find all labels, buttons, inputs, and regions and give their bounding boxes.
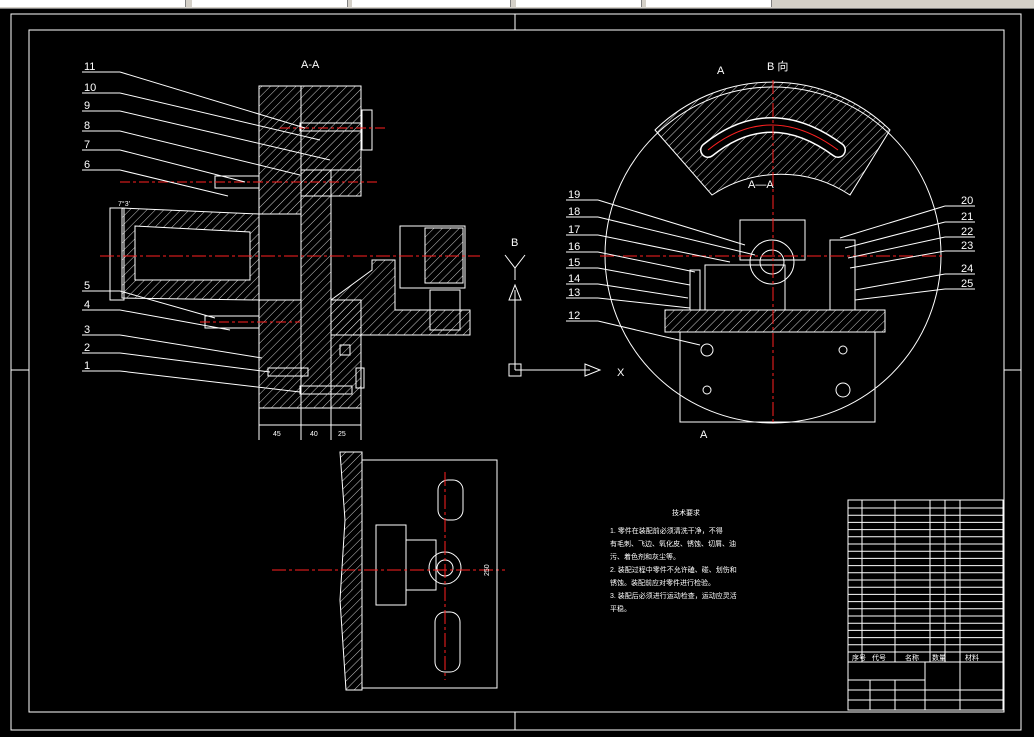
- dimension-40: 40: [310, 431, 318, 438]
- cad-drawing-canvas[interactable]: A-A: [0, 8, 1034, 732]
- part-number-6: 6: [84, 159, 90, 171]
- dimension-45: 45: [273, 431, 281, 438]
- toolbar-segment-5[interactable]: [646, 0, 772, 7]
- part-number-25: 25: [961, 278, 973, 290]
- view-a-bottom-label: A: [700, 429, 708, 441]
- part-number-16: 16: [568, 241, 580, 253]
- title-block: 序号 代号 名称 数量 材料: [847, 499, 1004, 711]
- notes-line-5: 锈蚀。装配前应对零件进行检验。: [610, 578, 715, 587]
- side-view: 250: [272, 451, 505, 691]
- toolbar-segment-3[interactable]: [352, 0, 511, 7]
- notes-line-6: 3. 装配后必须进行运动检查，运动应灵活: [610, 591, 737, 600]
- view-b-label: B: [511, 237, 518, 249]
- toolbar-segment-4[interactable]: [516, 0, 642, 7]
- part-number-11: 11: [84, 61, 95, 73]
- part-number-2: 2: [84, 342, 90, 354]
- view-a-top-label: A: [717, 65, 725, 77]
- part-number-13: 13: [568, 287, 580, 299]
- part-number-23: 23: [961, 240, 973, 252]
- dimension-25: 25: [338, 431, 346, 438]
- part-number-9: 9: [84, 100, 90, 112]
- part-number-19: 19: [568, 189, 580, 201]
- part-number-22: 22: [961, 226, 973, 238]
- header-col-3: 数量: [932, 653, 946, 662]
- outer-frame: [10, 13, 1022, 731]
- technical-notes: 技术要求 1. 零件在装配前必须清洗干净，不得 有毛刺、飞边、氧化皮、锈蚀、切屑…: [610, 508, 737, 613]
- header-col-4: 材料: [965, 653, 979, 662]
- aa-section-label: A—A: [748, 179, 774, 191]
- part-number-20: 20: [961, 195, 973, 207]
- part-number-3: 3: [84, 324, 90, 336]
- inner-frame: [28, 29, 1005, 713]
- part-number-5: 5: [84, 280, 90, 292]
- part-number-1: 1: [84, 360, 90, 372]
- cad-drawing: A-A: [10, 13, 1022, 731]
- part-number-8: 8: [84, 120, 90, 132]
- view-b-title: B 向: [767, 59, 788, 73]
- part-number-4: 4: [84, 299, 90, 311]
- header-col-1: 代号: [872, 653, 886, 662]
- header-col-0: 序号: [852, 653, 866, 662]
- notes-line-7: 平稳。: [610, 604, 631, 613]
- notes-line-3: 污、着色剂和灰尘等。: [610, 552, 680, 561]
- part-number-14: 14: [568, 273, 580, 285]
- part-number-24: 24: [961, 263, 973, 275]
- window-toolbar-strip: [0, 0, 1034, 9]
- part-number-18: 18: [568, 206, 580, 218]
- toolbar-segment-1[interactable]: [0, 0, 186, 7]
- axis-x-label: X: [617, 367, 625, 379]
- part-number-21: 21: [961, 211, 973, 223]
- part-number-17: 17: [568, 224, 580, 236]
- part-number-7: 7: [84, 139, 90, 151]
- part-number-10: 10: [84, 82, 96, 94]
- notes-title: 技术要求: [672, 508, 700, 517]
- angle-dimension: 7°3': [118, 200, 130, 208]
- part-number-15: 15: [568, 257, 580, 269]
- toolbar-segment-2[interactable]: [192, 0, 348, 7]
- section-aa-title: A-A: [301, 59, 320, 71]
- notes-line-4: 2. 装配过程中零件不允许磕、碰、划伤和: [610, 565, 737, 574]
- notes-line-1: 1. 零件在装配前必须清洗干净，不得: [610, 526, 723, 535]
- view-b-indicator: B X: [504, 237, 625, 379]
- part-number-12: 12: [568, 310, 580, 322]
- notes-line-2: 有毛刺、飞边、氧化皮、锈蚀、切屑、油: [610, 539, 736, 548]
- side-dimension: 250: [484, 564, 491, 576]
- section-aa-view: A-A: [82, 59, 480, 440]
- view-b-drawing: B 向 A A A—A: [566, 59, 975, 441]
- header-col-2: 名称: [905, 653, 919, 662]
